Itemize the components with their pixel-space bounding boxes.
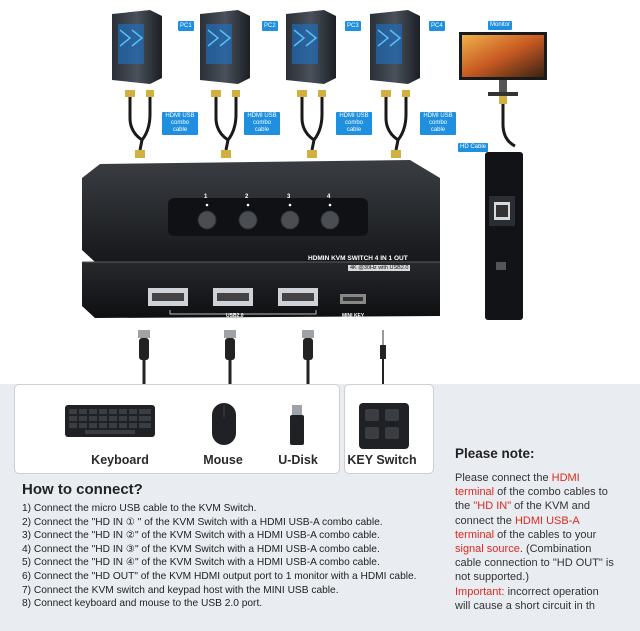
howto-step: 5) Connect the "HD IN ④" of the KVM Swit… <box>22 557 380 569</box>
pc1-label: PC1 <box>178 21 194 31</box>
note-text: not supported.) <box>455 571 529 584</box>
note-text: . (Combination <box>519 543 592 556</box>
note-highlight: terminal <box>455 528 495 541</box>
pc-tower-1 <box>112 10 162 84</box>
mouse-caption: Mouse <box>203 453 243 467</box>
combo-cables <box>128 96 408 151</box>
howto-title: How to connect? <box>22 481 143 498</box>
note-highlight: HDMI USB-A <box>514 514 580 527</box>
usb-ports <box>148 288 366 306</box>
usb-plugs-down <box>138 330 386 398</box>
hd-cable <box>501 98 516 148</box>
note-highlight: terminal <box>455 486 495 499</box>
key-switch-caption: KEY Switch <box>347 453 417 467</box>
howto-steps: 1) Connect the micro USB cable to the KV… <box>22 502 417 611</box>
note-text: the <box>455 500 474 513</box>
usb-disk-icon <box>290 405 304 445</box>
note-highlight: Important: <box>455 585 505 598</box>
kvm-model-title: HDMIN KVM SWITCH 4 IN 1 OUT <box>308 255 408 262</box>
monitor-graphic <box>459 32 547 96</box>
howto-step: 6) Connect the "HD OUT" of the KVM HDMI … <box>22 570 417 582</box>
howto-step: 1) Connect the micro USB cable to the KV… <box>22 503 257 514</box>
howto-step: 3) Connect the "HD IN ②" of the KVM Swit… <box>22 530 380 542</box>
keyboard-caption: Keyboard <box>91 453 149 467</box>
combo-cable-label-4: HDMI USB combo cable <box>420 112 456 135</box>
combo-cable-label-2: HDMI USB combo cable <box>244 112 280 135</box>
key-switch-icon <box>359 403 409 449</box>
pc-tower-3 <box>286 10 336 84</box>
keyboard-icon <box>65 405 155 437</box>
key-switch-graphic <box>359 403 409 449</box>
note-text: connect the <box>455 514 515 527</box>
pc3-label: PC3 <box>345 21 361 31</box>
combo-cable-label-1: HDMI USB combo cable <box>162 112 198 135</box>
kvm-leds <box>205 203 332 207</box>
kvm-switch-body <box>82 160 440 318</box>
note-text: of the combo cables to <box>494 486 608 499</box>
note-text: of the KVM and <box>511 500 591 513</box>
cable-connectors <box>125 90 410 158</box>
note-body: Please connect the HDMI terminal of the … <box>455 471 637 613</box>
mouse-icon <box>212 403 236 445</box>
key-switch-card <box>344 384 434 474</box>
pc2-label: PC2 <box>262 21 278 31</box>
port-number-1: 1 <box>204 194 208 200</box>
kvm-spec-badge: 4K @30Hz with USB2.0 <box>348 265 411 271</box>
accessory-card-group <box>14 384 340 474</box>
monitor-label: Monitor <box>488 21 513 30</box>
note-text: of the cables to your <box>494 528 597 541</box>
note-highlight: signal source <box>455 543 520 556</box>
combo-cable-label-3: HDMI USB combo cable <box>336 112 372 135</box>
note-highlight: "HD IN" <box>473 500 512 513</box>
howto-step: 8) Connect keyboard and mouse to the USB… <box>22 598 263 610</box>
pc4-label: PC4 <box>429 21 445 31</box>
howto-step: 4) Connect the "HD IN ③" of the KVM Swit… <box>22 543 380 555</box>
note-text: will cause a short circuit in th <box>455 599 595 612</box>
howto-step: 7) Connect the KVM switch and keypad hos… <box>22 584 339 596</box>
usb2-label: USB2.0 <box>226 313 244 319</box>
port-number-4: 4 <box>327 194 331 200</box>
note-highlight: HDMI <box>551 472 580 484</box>
accessory-graphics <box>65 403 304 445</box>
note-text: cable connection to "HD OUT" is <box>455 557 614 570</box>
mini-key-label: MINI KEY <box>342 313 365 319</box>
pc-tower-4 <box>370 10 420 84</box>
kvm-side-view <box>485 152 523 320</box>
note-text: incorrect operation <box>504 585 599 598</box>
howto-step: 2) Connect the "HD IN ① " of the KVM Swi… <box>22 516 383 528</box>
pc-tower-2 <box>200 10 250 84</box>
port-number-2: 2 <box>245 194 249 200</box>
hd-cable-label: HD Cable <box>458 143 489 152</box>
note-title: Please note: <box>455 446 535 461</box>
port-number-3: 3 <box>287 194 291 200</box>
kvm-port-buttons <box>197 210 340 230</box>
note-text: Please connect the <box>455 472 552 484</box>
udisk-caption: U-Disk <box>278 453 318 467</box>
